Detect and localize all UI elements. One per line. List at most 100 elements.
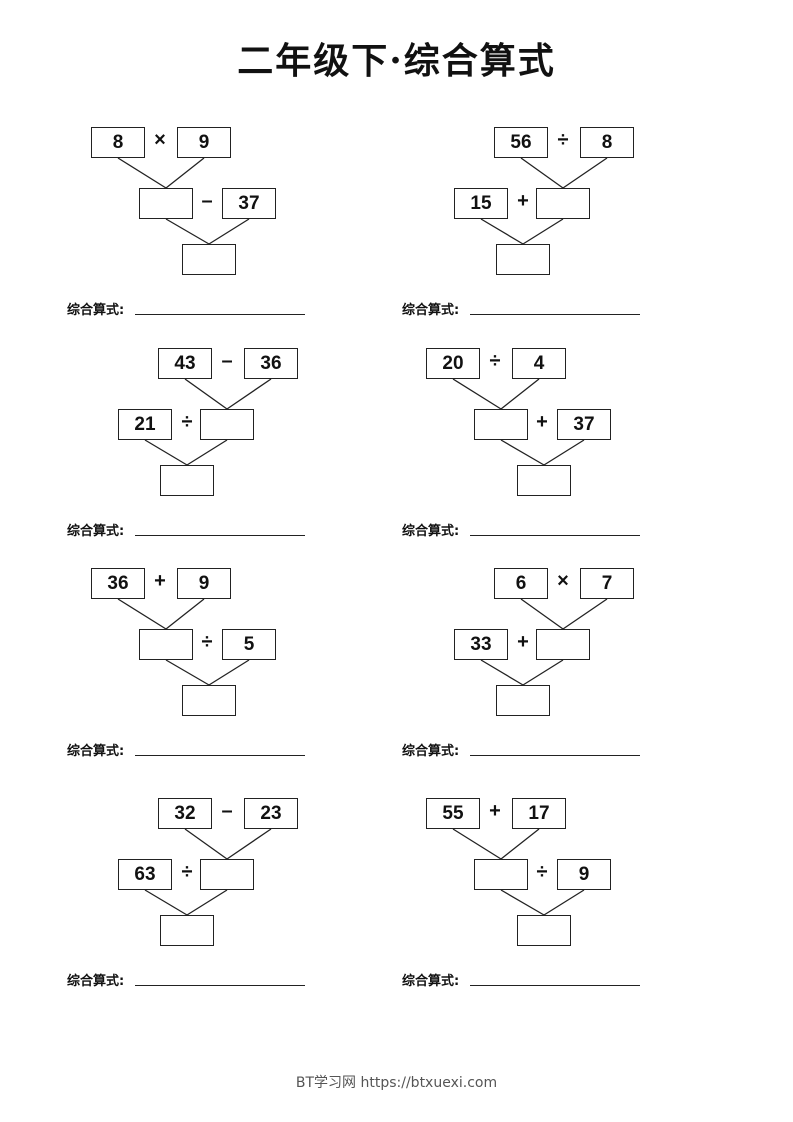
connector-line: [208, 659, 250, 686]
answer-line[interactable]: [470, 535, 640, 536]
operator: ÷: [181, 861, 193, 883]
top-number-box: 8: [580, 127, 634, 158]
top-number-box: 17: [512, 798, 566, 829]
top-number-box: 55: [426, 798, 480, 829]
final-answer-box[interactable]: [160, 465, 214, 496]
top-number-box: 4: [512, 348, 566, 379]
final-answer-box[interactable]: [160, 915, 214, 946]
final-answer-box[interactable]: [496, 244, 550, 275]
top-number-box: 36: [244, 348, 298, 379]
top-number-box: 8: [91, 127, 145, 158]
answer-label: 综合算式:: [402, 974, 460, 989]
operand-box: 9: [557, 859, 611, 890]
connector-line: [480, 659, 524, 686]
answer-label: 综合算式:: [67, 744, 125, 759]
operator: ÷: [201, 631, 213, 653]
connector-line: [500, 378, 540, 410]
operand-box: 37: [222, 188, 276, 219]
intermediate-answer-box[interactable]: [200, 859, 254, 890]
intermediate-answer-box[interactable]: [536, 188, 590, 219]
operator: +: [517, 631, 529, 653]
top-number-box: 7: [580, 568, 634, 599]
connector-line: [500, 889, 545, 916]
connector-line: [144, 439, 188, 466]
answer-label: 综合算式:: [402, 524, 460, 539]
intermediate-answer-box[interactable]: [139, 188, 193, 219]
answer-line[interactable]: [470, 985, 640, 986]
connector-line: [522, 218, 564, 245]
operator: –: [201, 190, 213, 212]
top-number-box: 9: [177, 568, 231, 599]
answer-line[interactable]: [135, 985, 305, 986]
footer-watermark: BT学习网 https://btxuexi.com: [295, 1075, 498, 1091]
connector-line: [226, 828, 272, 860]
answer-line[interactable]: [135, 535, 305, 536]
top-number-box: 23: [244, 798, 298, 829]
connector-line: [165, 598, 205, 630]
connector-line: [520, 157, 564, 189]
intermediate-answer-box[interactable]: [474, 409, 528, 440]
connector-line: [500, 439, 545, 466]
final-answer-box[interactable]: [517, 915, 571, 946]
connector-line: [208, 218, 250, 245]
operator: –: [221, 350, 233, 372]
intermediate-answer-box[interactable]: [536, 629, 590, 660]
operand-box: 37: [557, 409, 611, 440]
answer-line[interactable]: [135, 314, 305, 315]
connector-line: [452, 378, 502, 410]
operator: ÷: [181, 411, 193, 433]
intermediate-answer-box[interactable]: [139, 629, 193, 660]
answer-line[interactable]: [135, 755, 305, 756]
answer-label: 综合算式:: [67, 524, 125, 539]
connector-line: [184, 828, 228, 860]
final-answer-box[interactable]: [517, 465, 571, 496]
connector-line: [117, 598, 167, 630]
final-answer-box[interactable]: [182, 685, 236, 716]
top-number-box: 32: [158, 798, 212, 829]
connector-line: [186, 439, 228, 466]
top-number-box: 6: [494, 568, 548, 599]
operator: ×: [154, 129, 166, 151]
operator: ×: [557, 570, 569, 592]
operand-box: 15: [454, 188, 508, 219]
connector-line: [117, 157, 167, 189]
connector-line: [165, 218, 210, 245]
operand-box: 33: [454, 629, 508, 660]
top-number-box: 36: [91, 568, 145, 599]
connector-line: [543, 889, 585, 916]
connector-line: [522, 659, 564, 686]
operator: +: [154, 570, 166, 592]
connector-line: [165, 659, 210, 686]
top-number-box: 20: [426, 348, 480, 379]
connector-line: [562, 157, 608, 189]
top-number-box: 9: [177, 127, 231, 158]
operator: ÷: [489, 350, 501, 372]
intermediate-answer-box[interactable]: [200, 409, 254, 440]
top-number-box: 43: [158, 348, 212, 379]
connector-line: [520, 598, 564, 630]
final-answer-box[interactable]: [182, 244, 236, 275]
operator: ÷: [536, 861, 548, 883]
connector-line: [165, 157, 205, 189]
operand-box: 21: [118, 409, 172, 440]
connector-line: [186, 889, 228, 916]
answer-label: 综合算式:: [67, 974, 125, 989]
answer-label: 综合算式:: [402, 303, 460, 318]
connector-line: [480, 218, 524, 245]
operator: –: [221, 800, 233, 822]
operator: +: [536, 411, 548, 433]
connector-line: [184, 378, 228, 410]
answer-line[interactable]: [470, 314, 640, 315]
page-title: 二年级下·综合算式: [237, 40, 556, 82]
answer-line[interactable]: [470, 755, 640, 756]
connector-line: [543, 439, 585, 466]
connector-line: [452, 828, 502, 860]
final-answer-box[interactable]: [496, 685, 550, 716]
answer-label: 综合算式:: [402, 744, 460, 759]
operand-box: 63: [118, 859, 172, 890]
connector-line: [500, 828, 540, 860]
intermediate-answer-box[interactable]: [474, 859, 528, 890]
top-number-box: 56: [494, 127, 548, 158]
